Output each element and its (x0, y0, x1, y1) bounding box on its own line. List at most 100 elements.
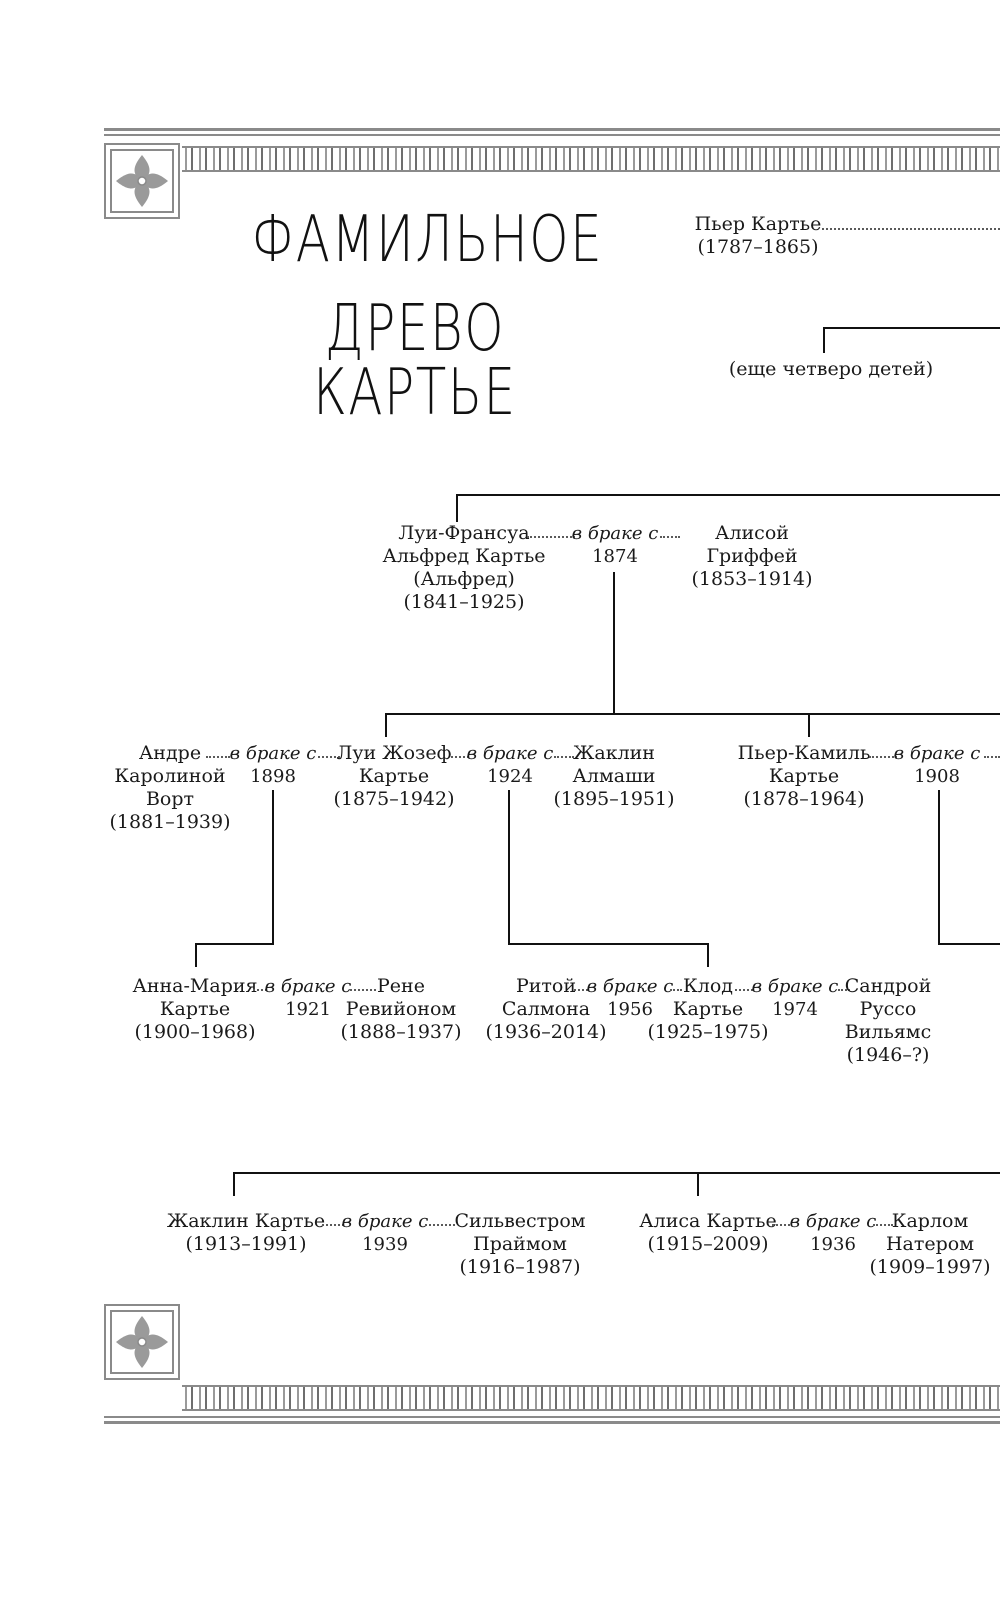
person-name-line: Жаклин Картье (166, 1210, 326, 1232)
person-jacqueline-almasy: Жаклин Алмаши (1895–1951) (553, 742, 674, 811)
connector (233, 1172, 1000, 1174)
connector (697, 1172, 699, 1196)
connector (508, 790, 510, 944)
person-name-line: Ворт (145, 788, 195, 810)
page-title-line-2: ДРЕВО КАРТЬЕ (313, 292, 517, 430)
dotted-leader (554, 756, 574, 758)
person-years: (1913–1991) (185, 1233, 307, 1255)
person-name-line: Карлом (891, 1210, 969, 1232)
person-louis-cartier: Луи Жозеф Картье (1875–1942) (333, 742, 454, 811)
marriage-1874: в браке с 1874 (572, 522, 659, 568)
person-name-line: Сандрой (844, 975, 932, 997)
person-alfred-cartier: Луи-Франсуа Альфред Картье (Альфред) (18… (382, 522, 545, 614)
person-name-line: Алисой (715, 522, 789, 544)
dotted-leader (822, 228, 1000, 230)
dotted-leader (772, 1224, 790, 1226)
dotted-leader (838, 989, 850, 991)
person-rene-revillon: Рене Ревийоном (1888–1937) (340, 975, 461, 1044)
marriage-label: в браке с (893, 743, 981, 764)
person-name-line: Рене (377, 975, 425, 997)
marriage-1908: в браке с 1908 (894, 742, 981, 788)
page-title-line-1: ФАМИЛЬНОЕ (251, 203, 604, 277)
person-years: (1909–1997) (869, 1256, 991, 1278)
marriage-label: в браке с (751, 976, 839, 997)
dotted-leader (451, 756, 469, 758)
person-name-line: Картье (672, 998, 744, 1020)
marriage-year: 1874 (592, 546, 638, 567)
person-years: (1787–1865) (697, 236, 819, 258)
connector (385, 713, 1000, 715)
connector (508, 943, 709, 945)
dotted-leader (869, 756, 897, 758)
connector (195, 943, 197, 967)
connector (707, 943, 709, 967)
person-name-line: Картье (768, 765, 840, 787)
connector (233, 1172, 235, 1196)
person-name-line: Гриффей (706, 545, 798, 567)
dotted-leader (253, 989, 267, 991)
marriage-label: в браке с (229, 743, 317, 764)
connector (456, 494, 458, 522)
other-children-note: (еще четверо детей) (728, 358, 934, 380)
marriage-year: 1956 (607, 999, 653, 1020)
person-name-line: Альфред Картье (382, 545, 546, 567)
person-years: (1915–2009) (647, 1233, 769, 1255)
person-name-line: Луи Жозеф (336, 742, 452, 764)
person-years: (1895–1951) (553, 788, 675, 810)
person-name-line: Руссо (859, 998, 917, 1020)
marriage-label: в браке с (789, 1211, 877, 1232)
dotted-leader (322, 1224, 344, 1226)
person-sylvester-prime: Сильвестром Праймом (1916–1987) (454, 1210, 585, 1279)
person-years: (1946–?) (846, 1044, 930, 1066)
person-anne-marie-cartier: Анна-Мария Картье (1900–1968) (132, 975, 257, 1044)
person-rita-salmona: Ритой Салмона (1936–2014) (485, 975, 606, 1044)
connector (823, 327, 1000, 329)
person-name-line: Ревийоном (345, 998, 457, 1020)
dotted-leader (984, 756, 1000, 758)
person-name-line: (Альфред) (413, 568, 515, 590)
connector (938, 790, 940, 944)
marriage-year: 1898 (250, 766, 296, 787)
marriage-year: 1974 (772, 999, 818, 1020)
marriage-label: в браке с (264, 976, 352, 997)
marriage-year: 1939 (362, 1234, 408, 1255)
person-name-line: Анна-Мария (132, 975, 258, 997)
connector (272, 790, 274, 944)
bottom-corner-ornament (104, 1304, 180, 1380)
person-years: (1853–1914) (691, 568, 813, 590)
person-years: (1936–2014) (485, 1021, 607, 1043)
marriage-label: в браке с (571, 523, 659, 544)
top-border-rule (104, 128, 1000, 131)
dotted-leader (735, 989, 753, 991)
person-years: (1916–1987) (459, 1256, 581, 1278)
dotted-leader (574, 989, 588, 991)
bottom-border-rule (104, 1416, 1000, 1418)
person-years: (1878–1964) (743, 788, 865, 810)
person-name-line: Алиса Картье (639, 1210, 777, 1232)
marriage-1956: в браке с 1956 (587, 975, 674, 1021)
person-name-line: Ритой (515, 975, 577, 997)
bottom-ornament-frieze (182, 1385, 1000, 1411)
dotted-leader (527, 536, 575, 538)
bottom-border-rule (104, 1421, 1000, 1424)
person-name-line: Клод (683, 975, 733, 997)
person-alice-griffeuil: Алисой Гриффей (1853–1914) (691, 522, 812, 591)
person-name-line: Луи-Франсуа (398, 522, 530, 544)
marriage-year: 1921 (285, 999, 331, 1020)
person-name-line: Жаклин (573, 742, 655, 764)
person-years: (1925–1975) (647, 1021, 769, 1043)
person-jacqueline-cartier: Жаклин Картье (1913–1991) (167, 1210, 325, 1256)
person-name-line: Праймом (473, 1233, 567, 1255)
marriage-year: 1908 (914, 766, 960, 787)
top-border-rule (104, 134, 1000, 136)
person-claude-cartier: Клод Картье (1925–1975) (647, 975, 768, 1044)
person-carl-nater: Карлом Натером (1909–1997) (869, 1210, 990, 1279)
marriage-1974: в браке с 1974 (752, 975, 839, 1021)
person-andree-worth: Андре Каролиной Ворт (1881–1939) (109, 742, 230, 834)
marriage-label: в браке с (341, 1211, 429, 1232)
person-years: (1875–1942) (333, 788, 455, 810)
dotted-leader (425, 1224, 455, 1226)
dotted-leader (670, 989, 682, 991)
person-name-line: Андре (138, 742, 202, 764)
